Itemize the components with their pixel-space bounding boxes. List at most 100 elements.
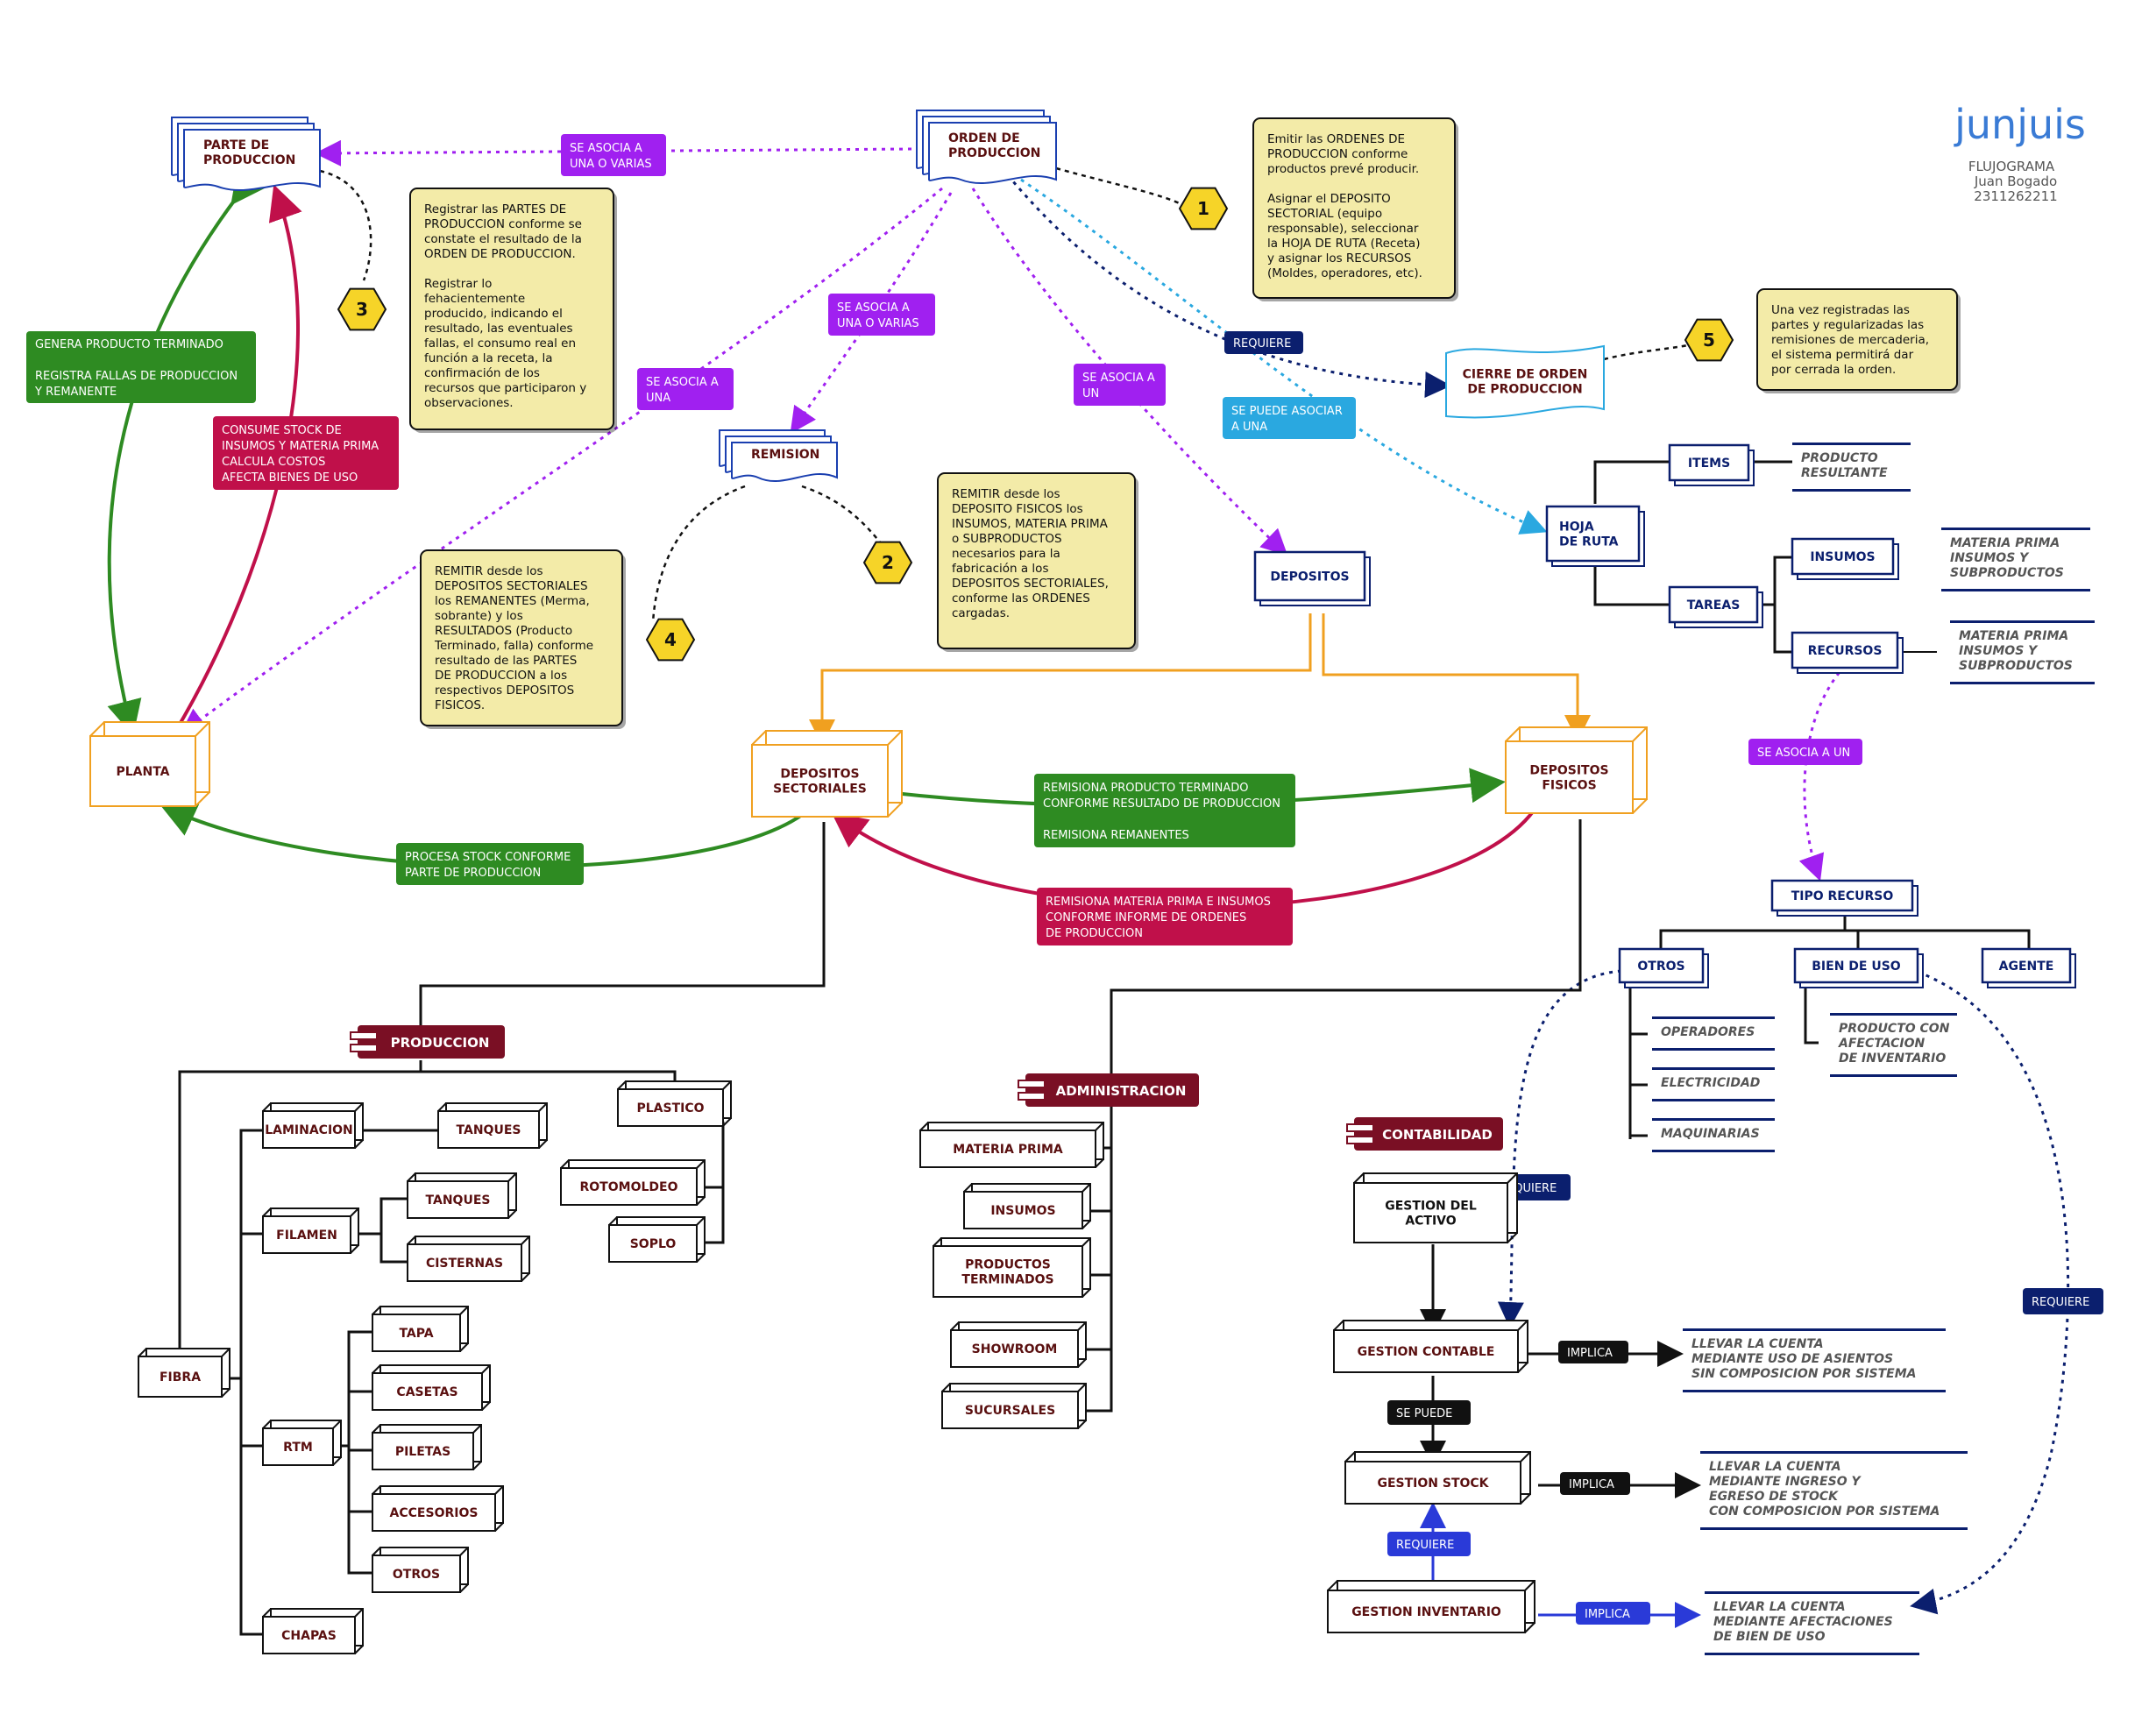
box-rotomoldeo-label: ROTOMOLDEO [580, 1180, 678, 1194]
list-recursos-mp-line: SUBPRODUCTOS [1959, 659, 2073, 673]
list-insumos-mp-line: SUBPRODUCTOS [1950, 566, 2064, 580]
pill-se-puede-asociar-text: SE PUEDE ASOCIAR [1231, 405, 1343, 418]
box-gestion-inventario: GESTION INVENTARIO [1327, 1580, 1535, 1633]
box-piletas-label: PILETAS [395, 1445, 450, 1459]
module-produccion: PRODUCCION [350, 1025, 505, 1059]
node-depositos-label: DEPOSITOS [1270, 570, 1349, 584]
pill-se-asocia-una-text: UNA [646, 392, 670, 405]
pill-requiere-top: REQUIERE [1224, 331, 1303, 354]
module-contabilidad-icon [1346, 1123, 1374, 1144]
note-step-1-line: SECTORIAL (equipo [1267, 207, 1382, 221]
pill-requiere-inventario-text: REQUIERE [1396, 1539, 1454, 1552]
note-step-2-line: INSUMOS, MATERIA PRIMA [952, 517, 1109, 531]
list-llevar-2-line: EGRESO DE STOCK [1709, 1490, 1839, 1504]
note-step-2-line: DEPOSITOS SECTORIALES, [952, 577, 1109, 591]
node-depositos-sectoriales-label: SECTORIALES [773, 783, 867, 797]
note-step-2-line: necesarios para la [952, 547, 1060, 561]
box-plastico-label: PLASTICO [636, 1101, 704, 1115]
arrow-orden-to-hoja [1020, 178, 1548, 535]
note-step-1-line: y asignar los RECURSOS [1267, 251, 1411, 266]
box-gestion-activo-label: ACTIVO [1405, 1215, 1456, 1229]
doc-remision: REMISION [719, 429, 838, 482]
tree-fis-to-admin [1110, 819, 1582, 1078]
module-produccion-icon [350, 1031, 378, 1052]
list-llevar-1-line: LLEVAR LA CUENTA [1691, 1337, 1824, 1351]
node-insumos: INSUMOS [1791, 537, 1899, 580]
node-depositos-sectoriales-label: DEPOSITOS [780, 768, 859, 782]
arrow-orden-to-depositos [971, 188, 1288, 556]
doc-id: 2311262211 [1974, 188, 2057, 204]
box-materia-prima-label: MATERIA PRIMA [953, 1143, 1063, 1157]
note-step-5-line: remisiones de mercaderia, [1771, 333, 1929, 347]
arrow-orden-to-parte [315, 139, 912, 166]
box-rtm-label: RTM [283, 1441, 313, 1455]
note-step-4-line: REMITIR desde los [435, 564, 543, 578]
node-recursos-label: RECURSOS [1808, 644, 1883, 658]
list-producto-resultante-line: PRODUCTO [1801, 451, 1878, 465]
tree-bienuso-list [1804, 986, 1819, 1045]
hex-step-3: 3 [337, 287, 387, 331]
list-llevar-2-line: CON COMPOSICION POR SISTEMA [1709, 1505, 1940, 1519]
box-insumos-admin: INSUMOS [963, 1183, 1091, 1229]
box-tanques-1-label: TANQUES [457, 1123, 521, 1137]
note-step-1-line: Asignar el DEPOSITO [1267, 192, 1391, 206]
list-bien-de-uso-line: AFECTACION [1838, 1037, 1925, 1051]
note-step-3-line: recursos que participaron y [424, 381, 586, 395]
list-producto-resultante-line: RESULTANTE [1801, 466, 1888, 480]
node-otros-recurso-label: OTROS [1637, 960, 1684, 974]
note-step-2-line: o SUBPRODUCTOS [952, 532, 1062, 546]
tree-tareas [1762, 556, 1792, 654]
pill-implica-1-text: IMPLICA [1567, 1347, 1613, 1360]
doc-cierre-orden-label: DE PRODUCCION [1467, 383, 1582, 397]
module-administracion: ADMINISTRACION [1018, 1073, 1199, 1107]
pill-se-asocia-una-o-varias-top: SE ASOCIA A UNA O VARIAS [561, 134, 666, 176]
pill-procesa-stock-text: PARTE DE PRODUCCION [405, 867, 541, 880]
node-agente: AGENTE [1981, 947, 2076, 988]
arrow-orange-to-sect [809, 613, 1312, 746]
list-insumos-mp-line: INSUMOS Y [1950, 551, 2030, 565]
pill-requiere-right-text: REQUIERE [2032, 1296, 2089, 1309]
box-gestion-inventario-label: GESTION INVENTARIO [1351, 1605, 1501, 1619]
box-gestion-contable: GESTION CONTABLE [1333, 1320, 1528, 1373]
doc-cierre-orden-label: CIERRE DE ORDEN [1463, 368, 1588, 382]
pill-implica-2: IMPLICA [1560, 1472, 1630, 1495]
doc-orden-produccion-label: PRODUCCION [948, 146, 1040, 160]
hex-step-1: 1 [1178, 187, 1229, 230]
pill-genera-producto-text: Y REMANENTE [34, 386, 117, 399]
note-step-3-line: Registrar las PARTES DE [424, 202, 566, 216]
box-accesorios: ACCESORIOS [372, 1485, 504, 1532]
note-step-4-line: los REMANENTES (Merma, [435, 594, 590, 608]
box-soplo: SOPLO [608, 1216, 706, 1263]
note-step-4-line: DE PRODUCCION a los [435, 669, 567, 683]
box-plastico: PLASTICO [617, 1080, 732, 1127]
arrow-bienuso-to-llevar3 [1883, 960, 2070, 1615]
hex-step-2: 2 [862, 541, 913, 584]
arrow-green-parte-planta [107, 166, 266, 736]
pill-se-asocia-una-o-varias-top-text: UNA O VARIAS [570, 158, 652, 171]
box-otros-produccion-label: OTROS [393, 1568, 440, 1582]
pill-remisiona-producto-text: REMISIONA PRODUCTO TERMINADO [1043, 782, 1248, 795]
list-llevar-3-line: LLEVAR LA CUENTA [1713, 1600, 1846, 1614]
box-sucursales: SUCURSALES [941, 1383, 1087, 1429]
node-hoja-de-ruta-label: HOJA [1559, 521, 1594, 535]
tree-hoja-ruta [1593, 460, 1670, 606]
tree-produccion [178, 1060, 677, 1636]
pill-se-asocia-una-o-varias-top-text: SE ASOCIA A [570, 142, 642, 155]
note-step-2-line: conforme las ORDENES [952, 591, 1090, 606]
pill-se-puede-text: SE PUEDE [1396, 1407, 1452, 1420]
pill-remisiona-producto-text: CONFORME RESULTADO DE PRODUCCION [1043, 797, 1280, 811]
box-casetas: CASETAS [372, 1364, 491, 1411]
pill-se-puede: SE PUEDE [1387, 1400, 1471, 1425]
